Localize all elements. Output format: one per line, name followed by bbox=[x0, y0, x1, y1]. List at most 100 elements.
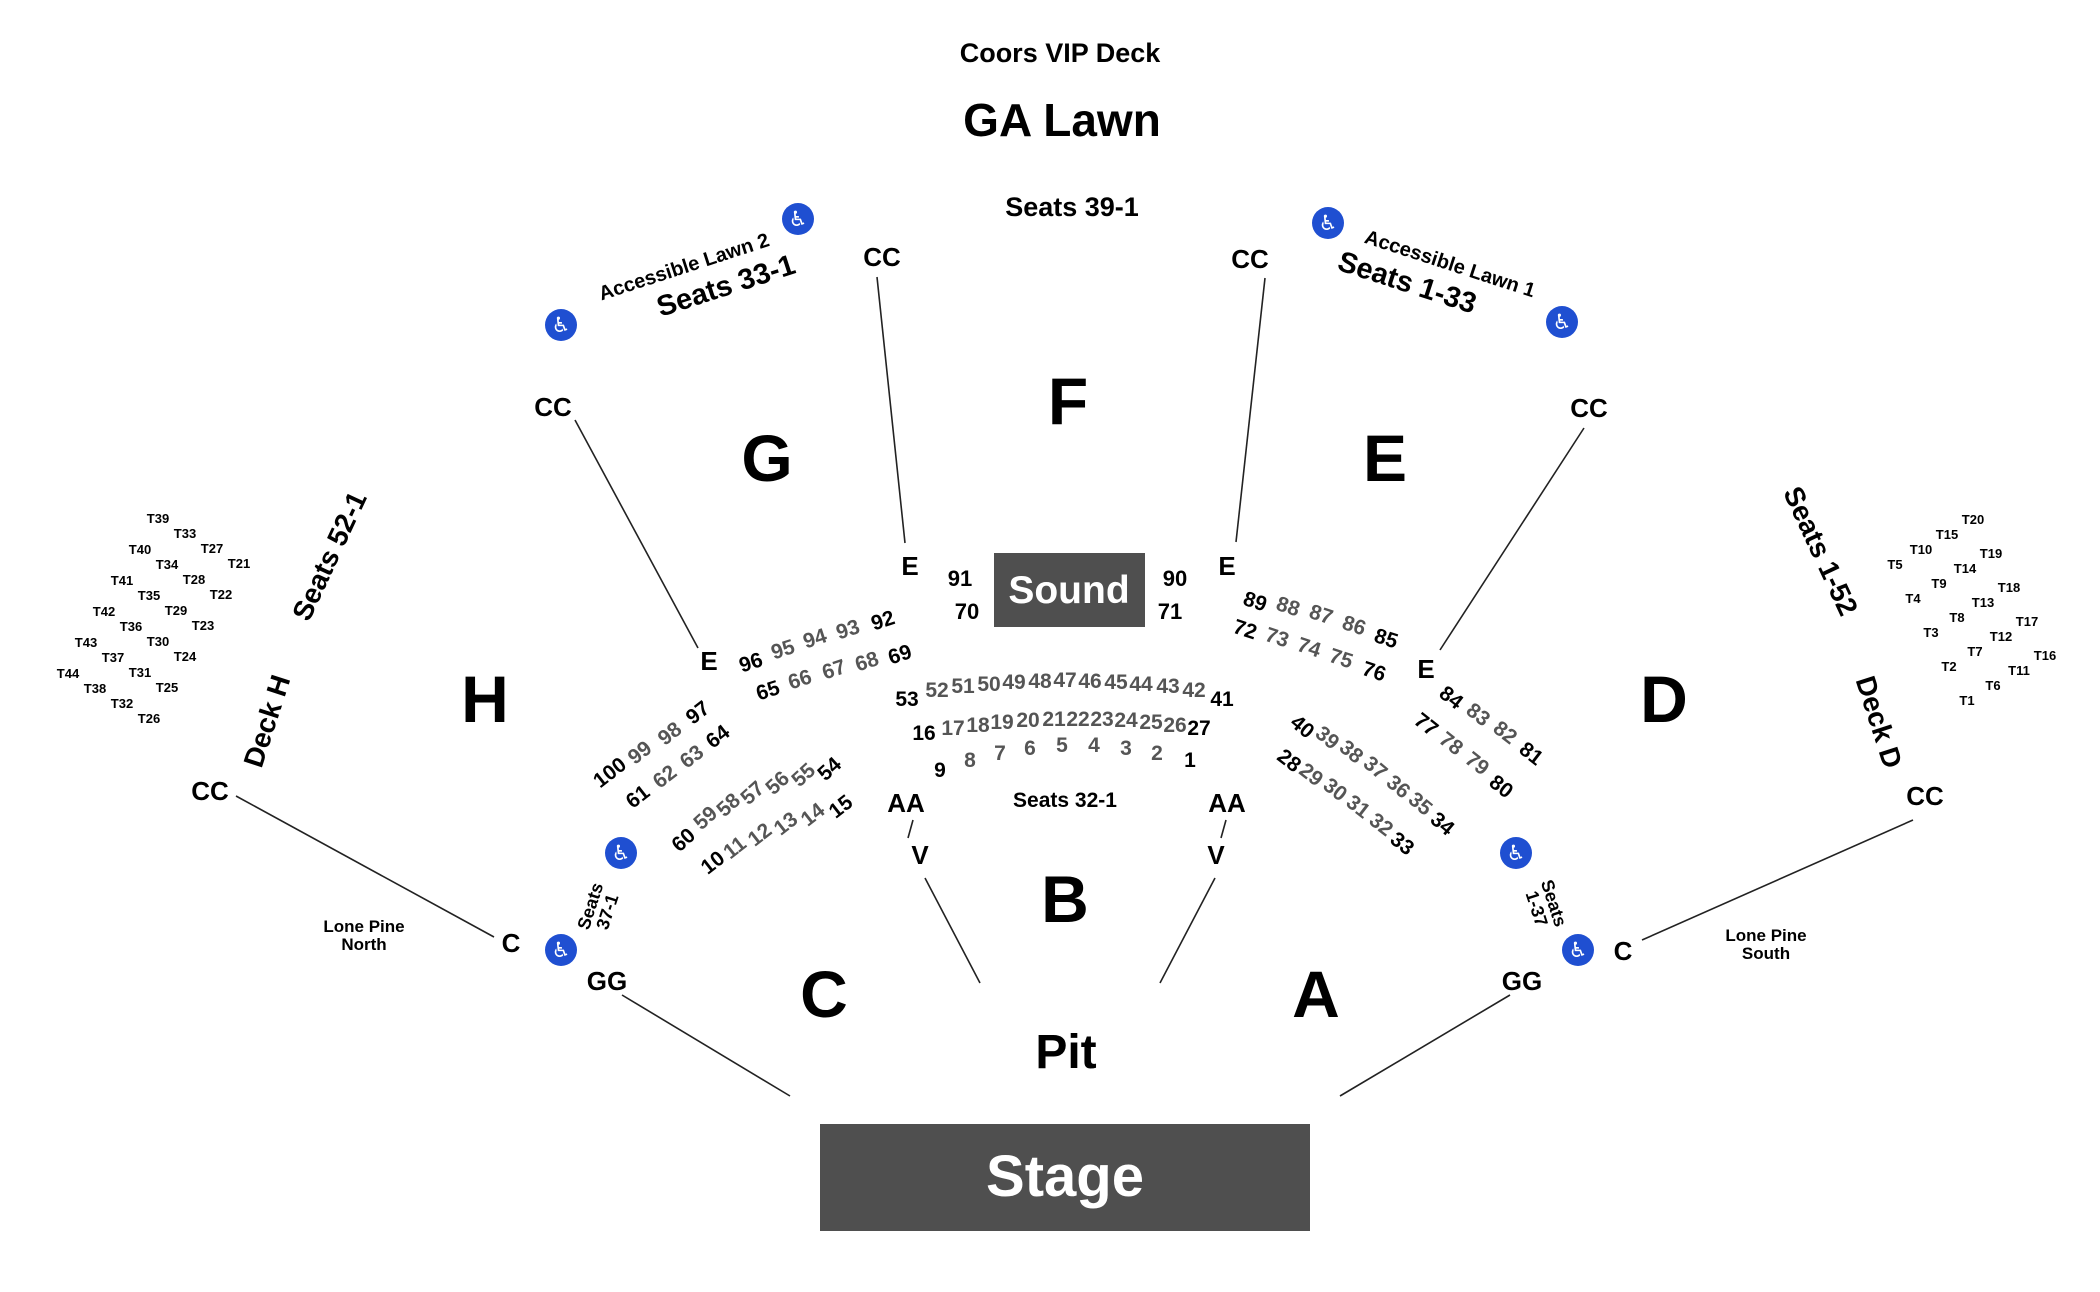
seat-number[interactable]: 22 bbox=[1066, 708, 1089, 731]
seat-number[interactable]: 74 bbox=[1294, 633, 1324, 662]
seat-number[interactable]: 64 bbox=[702, 720, 735, 753]
seat-number[interactable]: 84 bbox=[1435, 682, 1468, 715]
accessible-lawn-2-group[interactable]: Accessible Lawn 2 Seats 33-1 bbox=[596, 224, 799, 339]
table-marker[interactable]: T29 bbox=[165, 603, 187, 618]
seat-number[interactable]: 69 bbox=[885, 640, 914, 669]
wheelchair-icon[interactable]: ♿ bbox=[545, 309, 577, 341]
wheelchair-icon[interactable]: ♿ bbox=[1546, 306, 1578, 338]
table-marker[interactable]: T8 bbox=[1949, 610, 1964, 625]
seat-number[interactable]: 45 bbox=[1104, 671, 1128, 694]
seat-number[interactable]: 41 bbox=[1210, 688, 1234, 711]
seat-number[interactable]: 72 bbox=[1230, 615, 1259, 644]
table-marker[interactable]: T28 bbox=[183, 572, 205, 587]
seat-number[interactable]: 35 bbox=[1404, 788, 1437, 821]
table-marker[interactable]: T20 bbox=[1962, 512, 1984, 527]
table-marker[interactable]: T4 bbox=[1905, 591, 1921, 606]
table-marker[interactable]: T33 bbox=[174, 526, 196, 541]
seat-number[interactable]: 66 bbox=[785, 665, 814, 694]
table-marker[interactable]: T9 bbox=[1931, 576, 1946, 591]
seat-70[interactable]: 70 bbox=[955, 599, 979, 624]
seat-number[interactable]: 2 bbox=[1151, 742, 1163, 765]
table-marker[interactable]: T16 bbox=[2034, 648, 2056, 663]
table-marker[interactable]: T42 bbox=[93, 604, 115, 619]
seat-number[interactable]: 46 bbox=[1078, 670, 1101, 693]
table-marker[interactable]: T31 bbox=[129, 665, 151, 680]
table-marker[interactable]: T15 bbox=[1936, 527, 1958, 542]
seat-number[interactable]: 53 bbox=[895, 688, 918, 711]
seat-number[interactable]: 25 bbox=[1139, 711, 1163, 734]
seat-number[interactable]: 42 bbox=[1182, 679, 1205, 702]
seat-number[interactable]: 43 bbox=[1156, 675, 1179, 698]
seat-number[interactable]: 55 bbox=[787, 759, 820, 792]
seat-number[interactable]: 8 bbox=[964, 749, 976, 772]
seat-number[interactable]: 19 bbox=[990, 711, 1013, 734]
section-d[interactable]: D bbox=[1640, 662, 1688, 736]
seat-number[interactable]: 67 bbox=[819, 655, 848, 684]
seat-91[interactable]: 91 bbox=[948, 566, 972, 591]
table-marker[interactable]: T12 bbox=[1990, 629, 2012, 644]
table-marker[interactable]: T34 bbox=[156, 557, 179, 572]
seat-number[interactable]: 17 bbox=[941, 717, 964, 740]
seat-number[interactable]: 98 bbox=[654, 717, 687, 750]
accessible-lawn-1-group[interactable]: Accessible Lawn 1 Seats 1-33 bbox=[1334, 221, 1538, 337]
table-marker[interactable]: T14 bbox=[1954, 561, 1977, 576]
table-marker[interactable]: T6 bbox=[1985, 678, 2000, 693]
seat-number[interactable]: 60 bbox=[667, 824, 700, 857]
table-marker[interactable]: T35 bbox=[138, 588, 160, 603]
table-marker[interactable]: T37 bbox=[102, 650, 124, 665]
wheelchair-icon[interactable]: ♿ bbox=[1562, 934, 1594, 966]
seat-number[interactable]: 34 bbox=[1426, 808, 1459, 841]
seat-number[interactable]: 99 bbox=[624, 737, 657, 770]
table-marker[interactable]: T26 bbox=[138, 711, 160, 726]
seat-number[interactable]: 16 bbox=[912, 722, 935, 745]
table-marker[interactable]: T7 bbox=[1967, 644, 1982, 659]
seat-number[interactable]: 15 bbox=[825, 790, 858, 823]
section-a[interactable]: A bbox=[1292, 957, 1340, 1031]
table-marker[interactable]: T19 bbox=[1980, 546, 2002, 561]
seat-number[interactable]: 44 bbox=[1129, 673, 1153, 696]
table-marker[interactable]: T30 bbox=[147, 634, 169, 649]
table-marker[interactable]: T39 bbox=[147, 511, 169, 526]
deck-h-label[interactable]: Deck H bbox=[238, 671, 297, 771]
stage[interactable]: Stage bbox=[820, 1124, 1310, 1231]
table-marker[interactable]: T13 bbox=[1972, 595, 1994, 610]
table-marker[interactable]: T32 bbox=[111, 696, 133, 711]
table-marker[interactable]: T40 bbox=[129, 542, 151, 557]
table-marker[interactable]: T36 bbox=[120, 619, 142, 634]
seat-number[interactable]: 5 bbox=[1056, 734, 1068, 757]
seat-number[interactable]: 95 bbox=[768, 635, 798, 664]
seat-number[interactable]: 86 bbox=[1339, 611, 1368, 640]
seat-number[interactable]: 23 bbox=[1090, 708, 1113, 731]
table-marker[interactable]: T22 bbox=[210, 587, 232, 602]
table-marker[interactable]: T44 bbox=[57, 666, 80, 681]
table-marker[interactable]: T10 bbox=[1910, 542, 1932, 557]
seat-number[interactable]: 93 bbox=[833, 615, 862, 644]
seat-number[interactable]: 24 bbox=[1114, 709, 1138, 732]
sound-booth[interactable]: Sound bbox=[994, 553, 1145, 627]
seat-number[interactable]: 77 bbox=[1410, 709, 1443, 742]
seat-number[interactable]: 9 bbox=[934, 759, 946, 782]
seat-number[interactable]: 61 bbox=[622, 780, 655, 813]
seat-number[interactable]: 27 bbox=[1187, 717, 1210, 740]
table-marker[interactable]: T21 bbox=[228, 556, 250, 571]
table-marker[interactable]: T18 bbox=[1998, 580, 2020, 595]
seat-number[interactable]: 78 bbox=[1435, 728, 1468, 761]
seat-number[interactable]: 62 bbox=[649, 761, 682, 794]
table-marker[interactable]: T17 bbox=[2016, 614, 2038, 629]
seat-number[interactable]: 21 bbox=[1042, 708, 1066, 731]
seat-number[interactable]: 20 bbox=[1016, 709, 1039, 732]
seat-number[interactable]: 75 bbox=[1326, 644, 1356, 673]
seat-number[interactable]: 54 bbox=[813, 753, 846, 786]
seat-number[interactable]: 47 bbox=[1053, 669, 1076, 692]
table-marker[interactable]: T11 bbox=[2008, 663, 2030, 678]
seat-number[interactable]: 85 bbox=[1371, 624, 1401, 653]
section-b[interactable]: B bbox=[1041, 862, 1089, 936]
seat-number[interactable]: 94 bbox=[800, 624, 830, 653]
seat-number[interactable]: 37 bbox=[1359, 752, 1392, 785]
seat-number[interactable]: 52 bbox=[925, 679, 948, 702]
seat-number[interactable]: 7 bbox=[994, 742, 1006, 765]
seat-number[interactable]: 51 bbox=[951, 675, 975, 698]
seat-number[interactable]: 79 bbox=[1461, 748, 1494, 781]
seat-number[interactable]: 80 bbox=[1485, 771, 1518, 804]
seat-number[interactable]: 26 bbox=[1163, 714, 1186, 737]
